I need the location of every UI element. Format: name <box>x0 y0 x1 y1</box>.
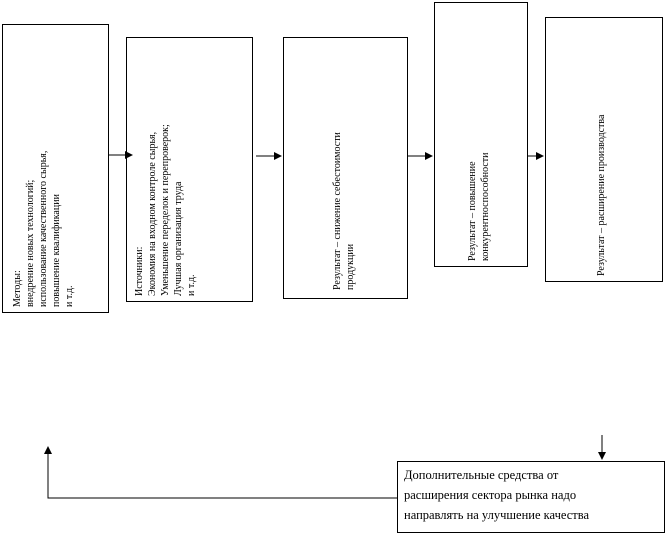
feedback-line <box>44 446 397 499</box>
methods-box: Методы: внедрение новых технологий; испо… <box>2 24 109 313</box>
sources-box: Источники: Экономия на входном контроле … <box>126 37 253 302</box>
cost-reduction-box: Результат – снижение себестоимости проду… <box>283 37 408 299</box>
additional-funds-note: Дополнительные средства от расширения се… <box>397 461 665 533</box>
note-line: направлять на улучшение качества <box>404 508 590 522</box>
competitiveness-box: Результат – повышение конкурентноспособн… <box>434 2 528 267</box>
note-line: Дополнительные средства от <box>404 468 559 482</box>
note-line: расширения сектора рынка надо <box>404 488 577 502</box>
production-expansion-box: Результат – расширение производства <box>545 17 663 282</box>
